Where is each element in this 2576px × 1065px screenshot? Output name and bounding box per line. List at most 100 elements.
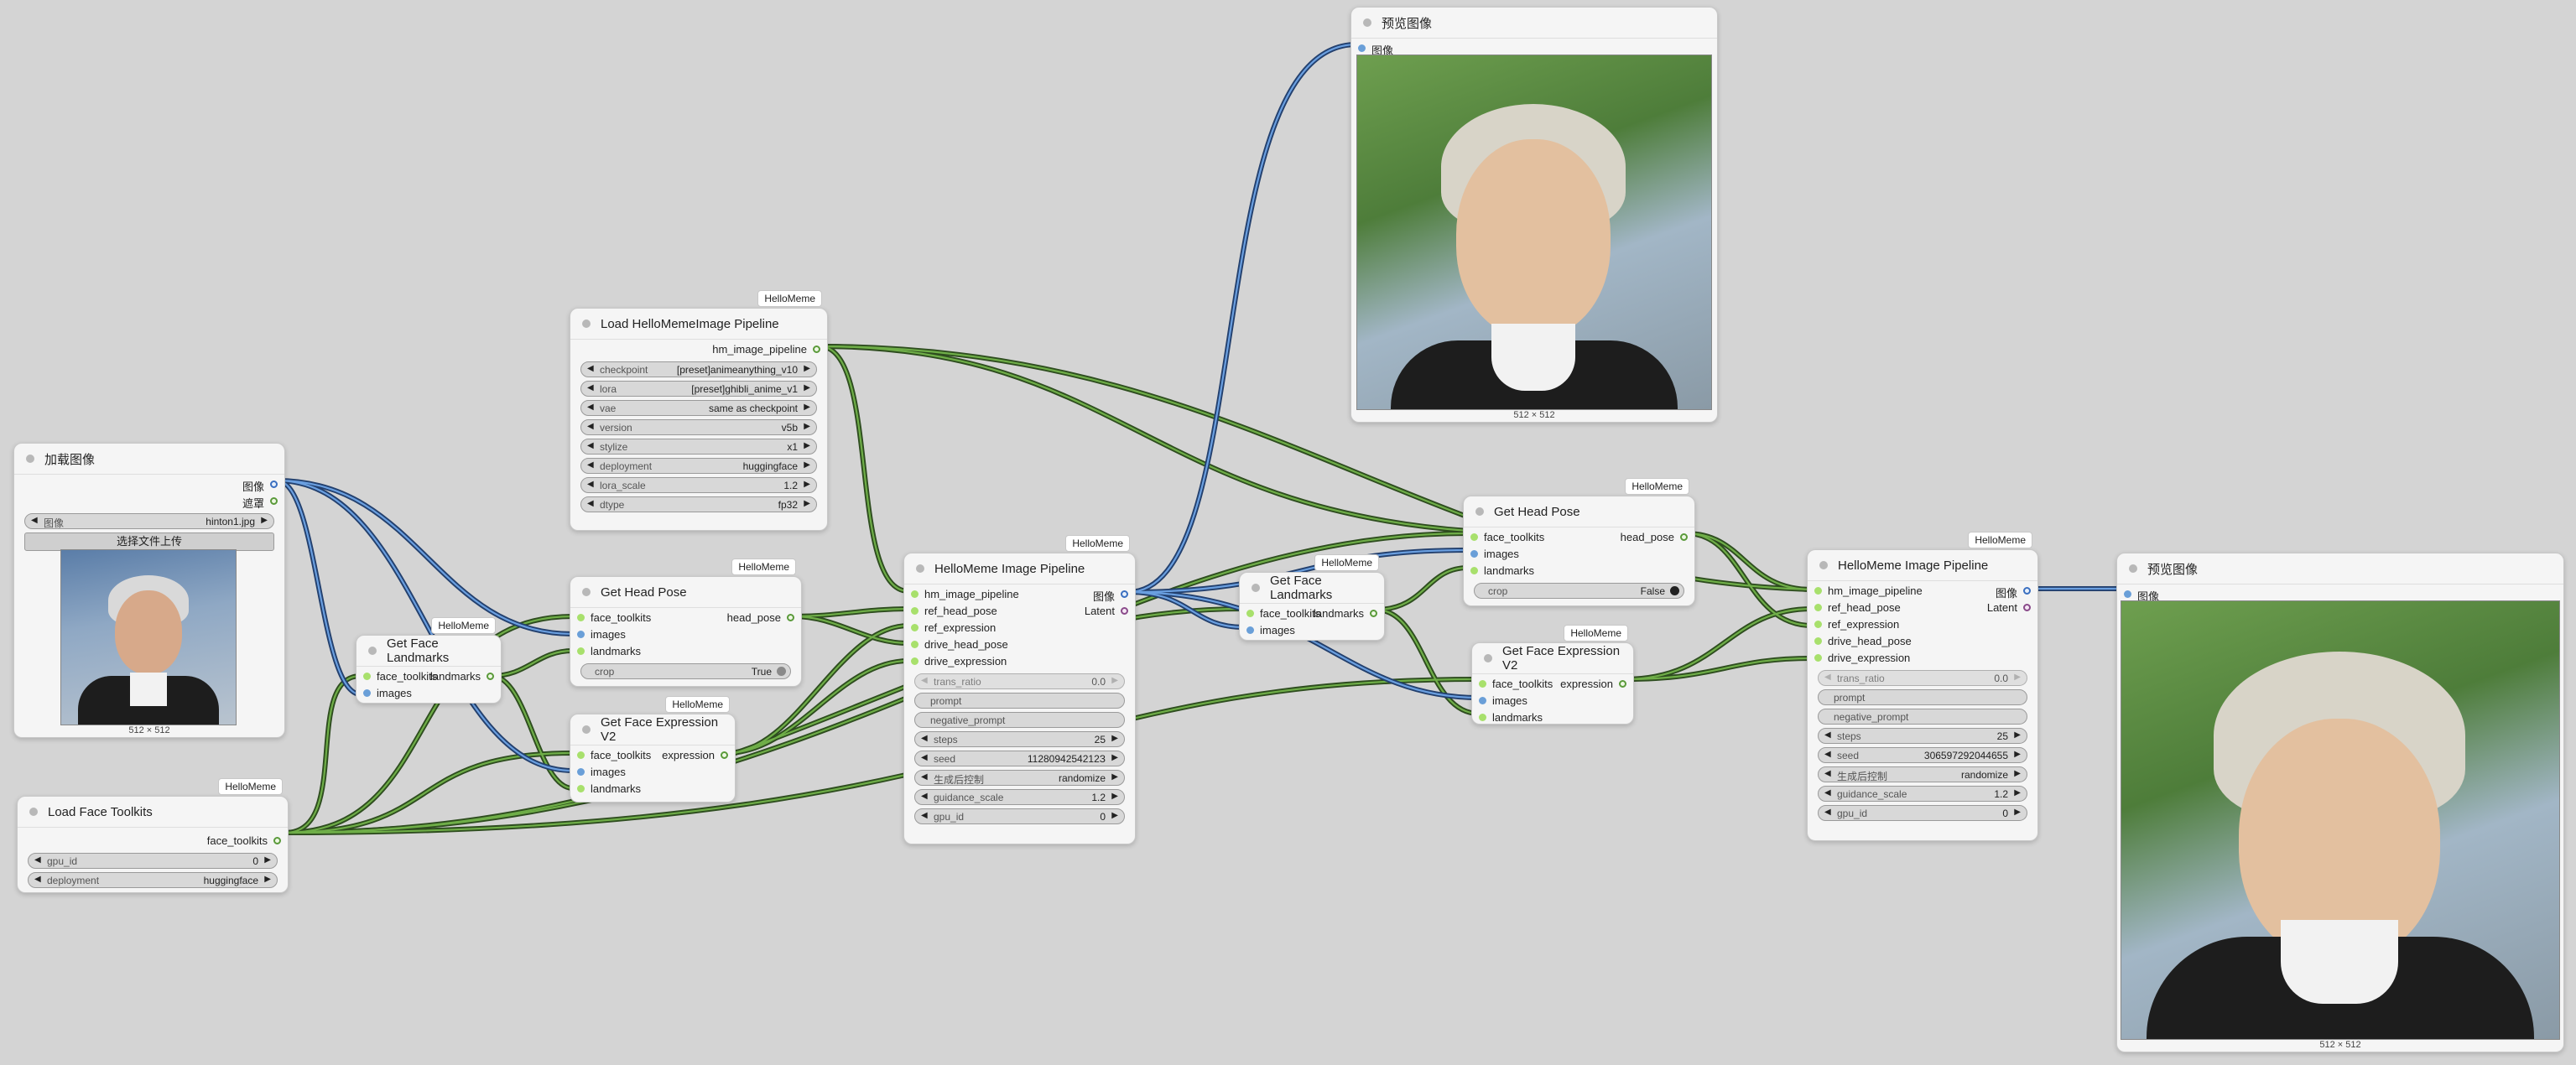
left-arrow-icon[interactable]: ◀ bbox=[587, 460, 594, 470]
collapse-dot-icon[interactable] bbox=[916, 564, 924, 573]
right-arrow-icon[interactable]: ▶ bbox=[2014, 769, 2021, 778]
left-arrow-icon[interactable]: ◀ bbox=[921, 676, 928, 685]
input-socket-face-toolkits[interactable] bbox=[1246, 610, 1254, 617]
checkpoint-combo[interactable]: ◀checkpoint[preset]animeanything_v10▶ bbox=[580, 361, 817, 377]
input-socket-ref-head-pose[interactable] bbox=[1814, 604, 1822, 611]
output-socket-image[interactable] bbox=[1121, 590, 1128, 598]
input-socket-images[interactable] bbox=[1470, 550, 1478, 558]
right-arrow-icon[interactable]: ▶ bbox=[2014, 750, 2021, 759]
collapse-dot-icon[interactable] bbox=[1363, 18, 1371, 27]
input-socket-drive-expression[interactable] bbox=[1814, 654, 1822, 662]
right-arrow-icon[interactable]: ▶ bbox=[1111, 676, 1118, 685]
output-socket-landmarks[interactable] bbox=[487, 673, 494, 680]
input-socket-images[interactable] bbox=[1246, 626, 1254, 634]
right-arrow-icon[interactable]: ▶ bbox=[804, 441, 810, 450]
input-socket-image[interactable] bbox=[1358, 44, 1366, 52]
output-socket-head-pose[interactable] bbox=[1680, 533, 1688, 541]
output-socket-mask[interactable] bbox=[270, 497, 278, 505]
node-get-face-expression-1[interactable]: HelloMeme Get Face Expression V2 face_to… bbox=[570, 696, 736, 803]
collapse-dot-icon[interactable] bbox=[1252, 584, 1260, 592]
left-arrow-icon[interactable]: ◀ bbox=[587, 499, 594, 508]
node-load-face-toolkits[interactable]: HelloMeme Load Face Toolkits face_toolki… bbox=[17, 778, 289, 893]
output-socket-expression[interactable] bbox=[1619, 680, 1626, 688]
prompt-input[interactable]: prompt bbox=[1818, 689, 2027, 705]
input-socket-face-toolkits[interactable] bbox=[363, 673, 371, 680]
input-socket-hm-image-pipeline[interactable] bbox=[911, 590, 919, 598]
input-socket-images[interactable] bbox=[1479, 697, 1486, 704]
node-image-pipeline-2[interactable]: HelloMeme HelloMeme Image Pipeline hm_im… bbox=[1807, 532, 2038, 841]
right-arrow-icon[interactable]: ▶ bbox=[264, 855, 271, 865]
collapse-dot-icon[interactable] bbox=[368, 647, 377, 655]
input-socket-landmarks[interactable] bbox=[577, 647, 585, 655]
output-socket-image[interactable] bbox=[270, 481, 278, 488]
upload-button[interactable]: 选择文件上传 bbox=[24, 532, 274, 551]
left-arrow-icon[interactable]: ◀ bbox=[1824, 730, 1831, 740]
right-arrow-icon[interactable]: ▶ bbox=[264, 875, 271, 884]
right-arrow-icon[interactable]: ▶ bbox=[2014, 730, 2021, 740]
output-socket-landmarks[interactable] bbox=[1370, 610, 1377, 617]
node-preview-image-2[interactable]: 预览图像 图像 512 × 512 bbox=[2116, 553, 2564, 1052]
output-socket-head-pose[interactable] bbox=[787, 614, 794, 621]
toggle-knob-icon[interactable] bbox=[777, 667, 786, 676]
left-arrow-icon[interactable]: ◀ bbox=[587, 422, 594, 431]
output-socket-hm-image-pipeline[interactable] bbox=[813, 345, 820, 353]
input-socket-drive-expression[interactable] bbox=[911, 657, 919, 665]
left-arrow-icon[interactable]: ◀ bbox=[1824, 808, 1831, 817]
input-socket-landmarks[interactable] bbox=[1470, 567, 1478, 574]
node-preview-image-1[interactable]: 预览图像 图像 512 × 512 bbox=[1350, 7, 1718, 423]
right-arrow-icon[interactable]: ▶ bbox=[1111, 772, 1118, 782]
input-socket-hm-image-pipeline[interactable] bbox=[1814, 587, 1822, 595]
right-arrow-icon[interactable]: ▶ bbox=[1111, 792, 1118, 801]
left-arrow-icon[interactable]: ◀ bbox=[921, 811, 928, 820]
input-socket-drive-head-pose[interactable] bbox=[911, 641, 919, 648]
collapse-dot-icon[interactable] bbox=[26, 455, 34, 463]
left-arrow-icon[interactable]: ◀ bbox=[921, 792, 928, 801]
left-arrow-icon[interactable]: ◀ bbox=[31, 516, 38, 525]
input-socket-ref-expression[interactable] bbox=[1814, 621, 1822, 628]
collapse-dot-icon[interactable] bbox=[2129, 564, 2137, 573]
negative-prompt-input[interactable]: negative_prompt bbox=[1818, 709, 2027, 725]
left-arrow-icon[interactable]: ◀ bbox=[921, 753, 928, 762]
left-arrow-icon[interactable]: ◀ bbox=[587, 383, 594, 392]
input-socket-images[interactable] bbox=[577, 768, 585, 776]
right-arrow-icon[interactable]: ▶ bbox=[804, 383, 810, 392]
left-arrow-icon[interactable]: ◀ bbox=[587, 403, 594, 412]
input-socket-landmarks[interactable] bbox=[577, 785, 585, 792]
left-arrow-icon[interactable]: ◀ bbox=[587, 480, 594, 489]
input-socket-image[interactable] bbox=[2124, 590, 2131, 598]
output-socket-latent[interactable] bbox=[1121, 607, 1128, 615]
input-socket-face-toolkits[interactable] bbox=[577, 751, 585, 759]
input-socket-images[interactable] bbox=[363, 689, 371, 697]
right-arrow-icon[interactable]: ▶ bbox=[2014, 808, 2021, 817]
collapse-dot-icon[interactable] bbox=[29, 808, 38, 816]
collapse-dot-icon[interactable] bbox=[1819, 561, 1828, 569]
node-get-face-landmarks-2[interactable]: HelloMeme Get Face Landmarks face_toolki… bbox=[1239, 554, 1385, 641]
output-socket-image[interactable] bbox=[2023, 587, 2031, 595]
left-arrow-icon[interactable]: ◀ bbox=[1824, 750, 1831, 759]
left-arrow-icon[interactable]: ◀ bbox=[1824, 788, 1831, 797]
input-socket-face-toolkits[interactable] bbox=[577, 614, 585, 621]
left-arrow-icon[interactable]: ◀ bbox=[1824, 769, 1831, 778]
right-arrow-icon[interactable]: ▶ bbox=[2014, 673, 2021, 682]
right-arrow-icon[interactable]: ▶ bbox=[804, 422, 810, 431]
input-socket-face-toolkits[interactable] bbox=[1479, 680, 1486, 688]
